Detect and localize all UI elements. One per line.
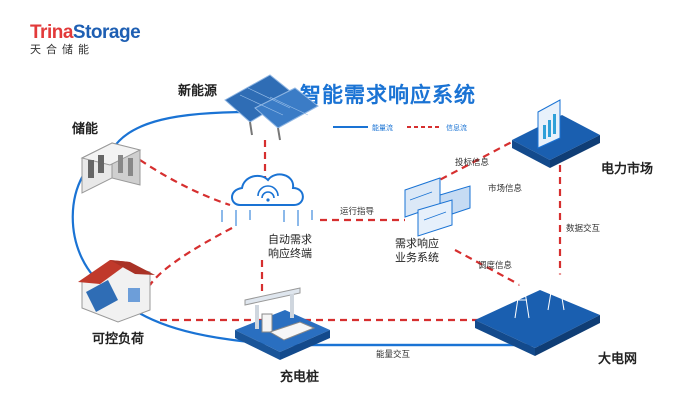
node-label-power-market: 电力市场	[601, 162, 654, 177]
info-flow-terminal-load	[149, 227, 233, 286]
solar-panel-icon	[224, 74, 319, 141]
power-market-icon	[512, 99, 600, 168]
house-icon	[78, 260, 155, 323]
edge-label-market-info: 市场信息	[488, 184, 523, 194]
logo-chinese: 天合储能	[30, 43, 94, 56]
brand-logo: TrinaStorage	[30, 22, 141, 44]
logo-brand-part1: Trina	[30, 22, 73, 43]
cloud-terminal-icon	[221, 173, 313, 226]
energy-flow-loop	[71, 110, 520, 347]
info-flow-storage-terminal	[139, 159, 231, 207]
edge-label-bid-info: 投标信息	[455, 158, 490, 168]
info-flow-business-grid	[454, 249, 521, 286]
node-label-new-energy: 新能源	[178, 84, 218, 99]
edge-label-dispatch-info: 调度信息	[478, 261, 513, 271]
power-grid-icon	[475, 261, 600, 356]
edge-label-energy-exchange: 能量交互	[376, 350, 411, 360]
node-label-controllable-load: 可控负荷	[92, 332, 145, 347]
legend-energy-label: 能量流	[372, 124, 393, 132]
node-label-power-grid: 大电网	[598, 352, 638, 367]
business-system-icon	[404, 177, 471, 237]
node-label-business-system: 需求响应 业务系统	[395, 237, 439, 265]
edge-label-data-exchange: 数据交互	[566, 224, 601, 234]
charging-station-icon	[235, 287, 330, 360]
node-label-charging-pile: 充电桩	[280, 370, 320, 385]
business-line1: 需求响应	[395, 237, 439, 250]
terminal-line2: 响应终端	[268, 247, 312, 260]
business-line2: 业务系统	[395, 251, 439, 264]
diagram-title: 智能需求响应系统	[300, 83, 476, 107]
info-flow-business-market	[429, 134, 526, 186]
logo-brand-part2: Storage	[72, 22, 141, 43]
storage-cabinet-icon	[80, 142, 142, 194]
node-label-storage: 储能	[72, 122, 99, 137]
edge-label-operation-command: 运行指导	[340, 207, 375, 217]
node-label-terminal: 自动需求 响应终端	[268, 233, 312, 261]
legend-info-label: 信息流	[446, 124, 467, 132]
terminal-line1: 自动需求	[268, 233, 312, 246]
